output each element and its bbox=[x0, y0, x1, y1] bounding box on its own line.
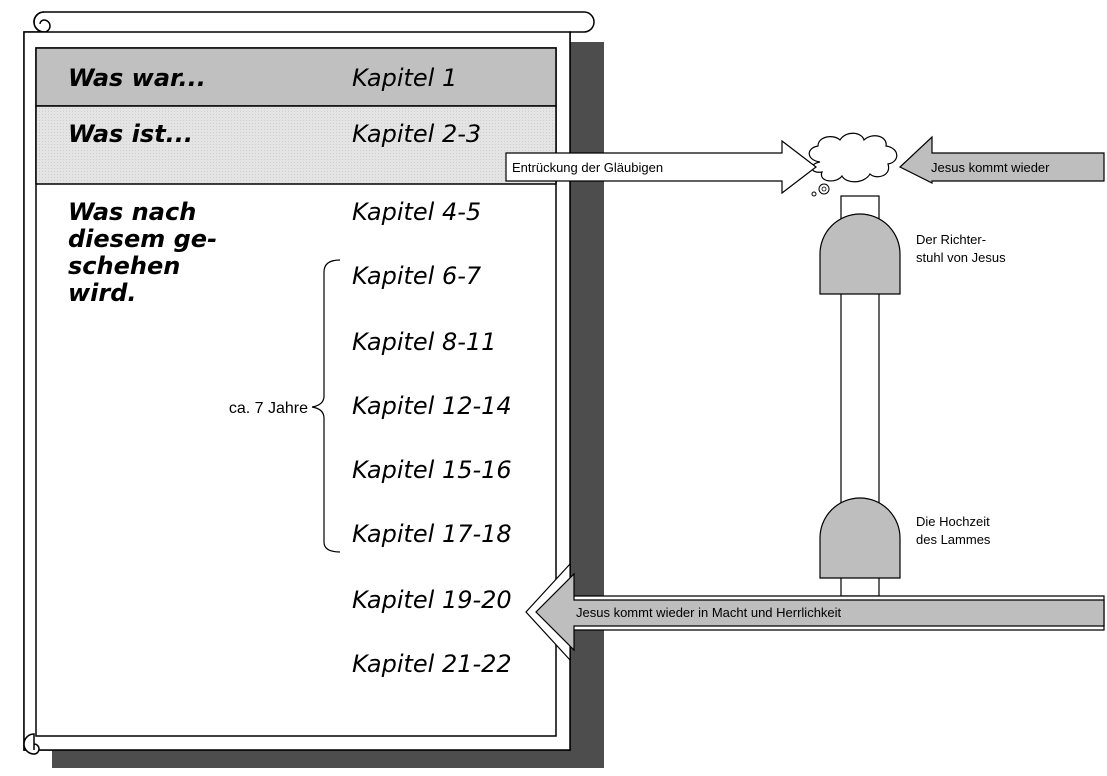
heading-was-war: Was war... bbox=[68, 64, 206, 92]
wedding-label-line2: des Lammes bbox=[916, 532, 991, 547]
scroll-bottom-roll bbox=[23, 733, 40, 755]
heading-was-nach-line2: diesem ge- bbox=[68, 225, 217, 253]
chapter-19-20: Kapitel 19-20 bbox=[352, 586, 512, 614]
wedding-shape bbox=[819, 497, 901, 579]
chapter-15-16: Kapitel 15-16 bbox=[352, 456, 512, 484]
return-arrow-top bbox=[898, 135, 1105, 184]
heading-was-nach-line3: schehen bbox=[68, 252, 180, 280]
chapter-4-5: Kapitel 4-5 bbox=[352, 198, 481, 226]
seven-years-bracket bbox=[311, 259, 341, 553]
return-arrow-top-label: Jesus kommt wieder bbox=[931, 160, 1050, 175]
bracket-label: ca. 7 Jahre bbox=[229, 400, 308, 417]
chapter-21-22: Kapitel 21-22 bbox=[352, 650, 512, 678]
heading-was-nach-line4: wird. bbox=[68, 279, 137, 307]
section-was-ist-bg bbox=[35, 105, 557, 185]
cloud-icon bbox=[808, 132, 898, 183]
judgment-seat-label-line1: Der Richter- bbox=[916, 232, 986, 247]
judgment-seat-shape bbox=[819, 213, 901, 295]
chapter-6-7: Kapitel 6-7 bbox=[352, 262, 482, 290]
rapture-arrow-label: Entrückung der Gläubigen bbox=[512, 160, 663, 175]
chapter-12-14: Kapitel 12-14 bbox=[352, 392, 512, 420]
heading-was-ist: Was ist... bbox=[68, 120, 193, 148]
chapter-1: Kapitel 1 bbox=[352, 64, 457, 92]
chapter-17-18: Kapitel 17-18 bbox=[352, 520, 512, 548]
rapture-arrow bbox=[505, 139, 817, 195]
scroll bbox=[23, 11, 604, 768]
return-arrow-bottom-label: Jesus kommt wieder in Macht und Herrlich… bbox=[576, 605, 842, 620]
judgment-seat-label-line2: stuhl von Jesus bbox=[916, 250, 1006, 265]
heading-was-nach-line1: Was nach bbox=[68, 198, 196, 226]
return-arrow-bottom bbox=[535, 572, 1105, 652]
wedding-label-line1: Die Hochzeit bbox=[916, 514, 990, 529]
chapter-2-3: Kapitel 2-3 bbox=[352, 120, 481, 148]
chapter-8-11: Kapitel 8-11 bbox=[352, 328, 496, 356]
